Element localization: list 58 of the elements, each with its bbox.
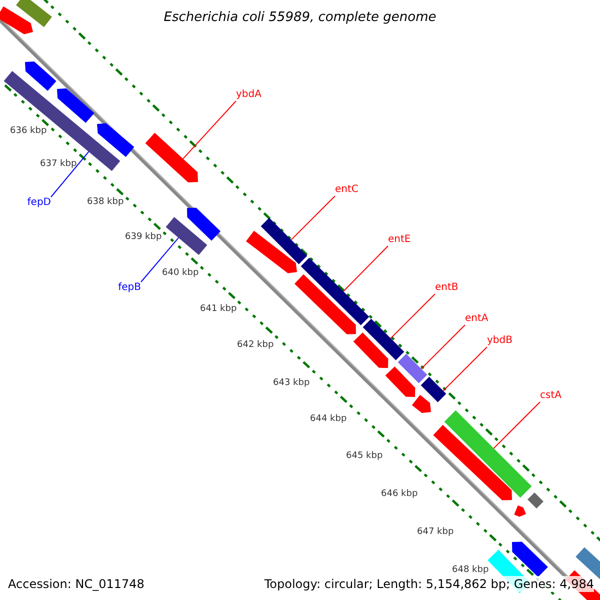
position-label: 646 kbp: [381, 488, 418, 500]
leader-line: [493, 402, 540, 449]
gene-bar: [362, 318, 404, 360]
gene-bar: [166, 217, 208, 255]
gene-bar: [260, 218, 308, 264]
gene-bar: [16, 0, 52, 28]
position-label: 648 kbp: [452, 564, 489, 576]
gene-bar: [444, 410, 532, 498]
gene-bar: [4, 71, 120, 171]
gene-label: ybdA: [236, 89, 262, 101]
position-label: 639 kbp: [125, 231, 162, 243]
gene-block: [187, 208, 220, 241]
gene-block: [433, 424, 512, 500]
gene-bar: [398, 354, 428, 384]
gene-block: [145, 132, 198, 182]
position-label: 637 kbp: [40, 158, 77, 170]
gene-block: [25, 62, 56, 91]
gene-block: [97, 123, 134, 157]
footer-text: Topology: circular; Length: 5,154,862 bp; Genes: 4,984: [264, 576, 594, 592]
gene-label: entE: [388, 234, 411, 246]
gene-label: fepB: [118, 282, 141, 294]
gene-bar: [300, 258, 370, 326]
leader-line: [442, 346, 488, 392]
gene-block: [353, 332, 388, 368]
leader-line: [390, 294, 436, 339]
gene-block: [412, 394, 431, 413]
leader-line: [420, 324, 466, 370]
position-label: 644 kbp: [310, 413, 347, 425]
position-label: 643 kbp: [273, 377, 310, 389]
gene-bar: [420, 376, 446, 402]
position-label: 640 kbp: [162, 267, 199, 279]
gene-label: entB: [435, 282, 458, 294]
gene-block: [294, 274, 356, 334]
leader-line: [140, 237, 179, 282]
leader-line: [182, 100, 236, 160]
gene-label: cstA: [540, 390, 562, 402]
title: Escherichia coli 55989, complete genome: [162, 10, 438, 26]
gene-label: fepD: [27, 197, 51, 209]
leader-line: [50, 151, 90, 198]
gene-bar: [528, 492, 544, 508]
position-label: 641 kbp: [200, 303, 237, 315]
position-label: 642 kbp: [237, 339, 274, 351]
leader-line: [342, 246, 388, 292]
footer-text: Accession: NC_011748: [8, 576, 144, 592]
position-label: 645 kbp: [346, 450, 383, 462]
leader-line: [290, 196, 336, 240]
gene-label: ybdB: [487, 335, 512, 347]
gene-bar: [576, 547, 600, 580]
gene-block: [514, 505, 526, 517]
gene-label: entC: [335, 184, 358, 196]
gene-block: [57, 88, 94, 123]
gene-label: entA: [465, 313, 488, 325]
gene-block: [385, 366, 416, 397]
position-label: 647 kbp: [417, 526, 454, 538]
gene-block: [0, 6, 33, 34]
position-label: 636 kbp: [10, 125, 47, 137]
position-label: 638 kbp: [87, 196, 124, 208]
gene-block: [246, 230, 297, 274]
